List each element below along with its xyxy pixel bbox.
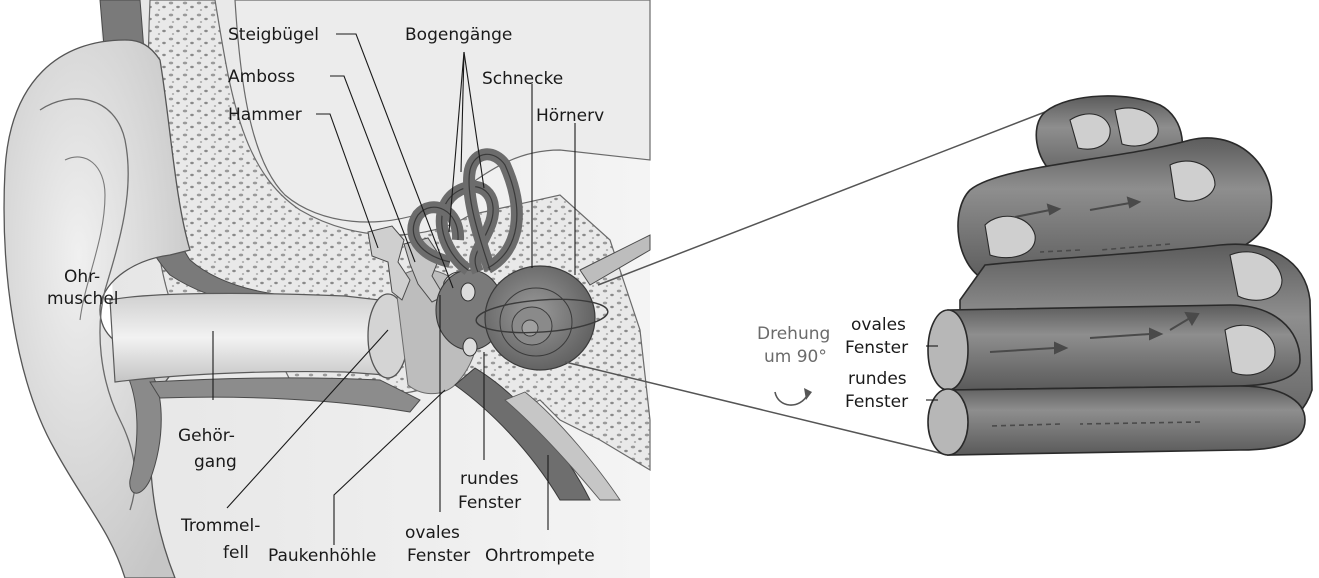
label-drehung-2: um 90° [764,347,827,367]
label-trommelfell-2: fell [223,543,249,563]
label-steigbuegel: Steigbügel [228,25,319,45]
round-window [463,338,477,356]
label-trommelfell-1: Trommel- [180,516,260,536]
oval-window [461,283,475,301]
ear-canal [110,293,385,382]
label-bogengaenge: Bogengänge [405,25,512,45]
label-detail-ovales-2: Fenster [845,338,908,358]
label-gehoergang-1: Gehör- [178,426,235,446]
label-amboss: Amboss [228,67,295,87]
cochlea-detail [928,96,1312,455]
label-rundes-fenster-2: Fenster [458,493,521,513]
label-hammer: Hammer [228,105,302,125]
oval-window-cap [928,310,968,390]
label-ohrtrompete: Ohrtrompete [485,546,595,566]
label-rundes-fenster-1: rundes [460,469,519,489]
label-paukenhoehle: Paukenhöhle [268,546,376,566]
detail-tube-lower [948,386,1305,455]
label-gehoergang-2: gang [194,452,237,472]
label-detail-rundes-2: Fenster [845,392,908,412]
detail-labels: Drehung um 90° ovales Fenster rundes Fen… [757,315,908,412]
label-ohrmuschel-2: muschel [47,289,119,309]
round-window-cap [928,389,968,455]
label-detail-rundes-1: rundes [848,369,907,389]
label-schnecke: Schnecke [482,69,563,89]
label-drehung-1: Drehung [757,324,830,344]
rotation-arrow-icon [775,392,808,405]
label-detail-ovales-1: ovales [851,315,906,335]
label-ovales-fenster-2: Fenster [407,546,470,566]
label-ohrmuschel-1: Ohr- [64,267,100,287]
label-ovales-fenster-1: ovales [405,523,460,543]
label-hoernerv: Hörnerv [536,106,604,126]
